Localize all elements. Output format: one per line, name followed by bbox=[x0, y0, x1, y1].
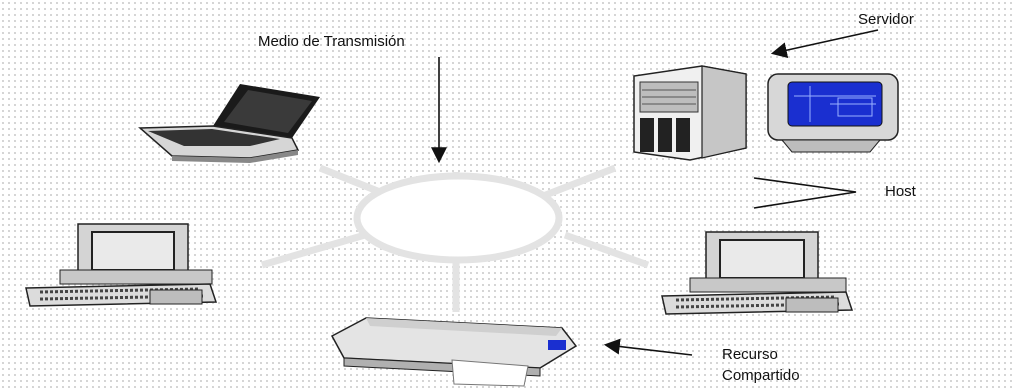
arrow-resource bbox=[603, 338, 693, 356]
printer-icon bbox=[330, 317, 578, 387]
desktop-computer-icon bbox=[661, 231, 854, 315]
arrow-server bbox=[770, 29, 879, 59]
resource-label-line2: Compartido bbox=[722, 367, 800, 384]
server-tower-icon bbox=[633, 65, 747, 161]
network-ring bbox=[353, 172, 563, 264]
desktop-computer-icon bbox=[25, 223, 218, 307]
laptop-icon bbox=[138, 84, 320, 163]
host-label: Host bbox=[885, 183, 916, 200]
spoke-right bbox=[563, 231, 650, 269]
server-label: Servidor bbox=[858, 11, 914, 28]
spoke-top-right bbox=[536, 164, 617, 202]
medium-label: Medio de Transmisión bbox=[258, 33, 405, 50]
host-bracket bbox=[753, 177, 857, 209]
monitor-icon bbox=[767, 73, 899, 153]
resource-label-line1: Recurso bbox=[722, 346, 778, 363]
transmission-medium bbox=[261, 164, 650, 312]
spoke-left bbox=[261, 231, 366, 269]
